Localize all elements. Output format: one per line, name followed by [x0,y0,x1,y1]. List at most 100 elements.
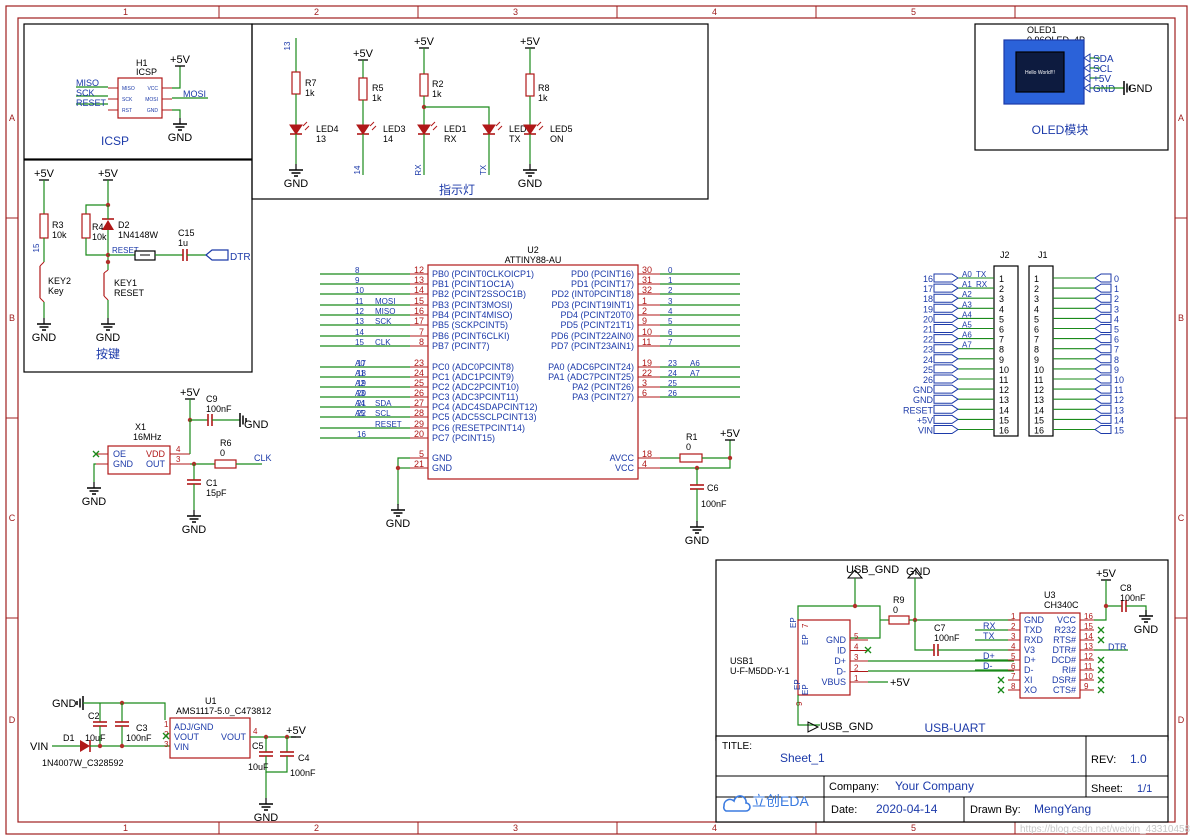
junction [727,455,733,461]
pin-name: MISO [122,86,135,92]
pin-number: 4 [642,459,647,469]
pin-number: 26 [414,388,424,398]
wire [85,238,108,256]
value: 100nF [126,733,152,743]
resistor [214,459,237,469]
net-label: 5 [1114,325,1119,335]
net-port [1094,273,1112,283]
block-title-icsp: ICSP [101,134,129,148]
gnd-label: GND [284,178,309,190]
net-label: RESET [375,420,402,429]
pin-name: GND [1024,615,1045,625]
pin-name: D+ [1024,655,1036,665]
block-title-oled: OLED模块 [1032,123,1089,137]
resistor [39,213,49,239]
wire [39,297,45,303]
value: 100nF [1120,593,1146,603]
pin-number: 11 [999,375,1008,385]
pin-number: 4 [999,304,1004,314]
ref: R2 [432,79,444,89]
pin-number: 6 [1011,662,1016,671]
pin-number: 23 [414,358,424,368]
net-label: 15 [355,338,364,347]
oled-pin [1083,73,1091,83]
net-label: SDA [1093,54,1114,65]
value: 10uF [85,733,106,743]
power-label: +5V [34,168,55,180]
value: 1k [538,93,548,103]
pin-name: PA1 (ADC7PCINT25) [548,372,634,382]
net-port [1094,334,1112,344]
pin-number: 1 [164,720,169,729]
drawn-value: MengYang [1034,802,1091,816]
gnd-label: GND [254,812,279,824]
col-label: 3 [513,7,518,17]
power-label: +5V [1096,568,1117,580]
pin-name: DTR# [1052,645,1076,655]
title-label: TITLE: [722,741,752,752]
ref: R1 [686,432,698,442]
ref: KEY1 [114,278,137,288]
net-label: D- [983,661,993,671]
pin-number: 20 [414,429,424,439]
value: TX [509,134,521,144]
power-label: +5V [720,428,741,440]
pin-name: VOUT [174,732,200,742]
oled-pin [1083,63,1091,73]
pin-name: PD1 (PCINT17) [571,279,634,289]
value: ICSP [136,67,157,77]
net-label: SDA [375,399,392,408]
net-port [1094,283,1112,293]
wire [83,702,166,720]
net-port [933,364,959,374]
wire [304,125,310,131]
value: 15pF [206,488,227,498]
net-label: A3 [962,300,972,309]
gnd-label: GND [685,535,710,547]
wire [371,125,377,131]
value: 1k [432,89,442,99]
ref: R8 [538,83,550,93]
value: 10k [92,232,107,242]
pin-number: 4 [1034,304,1039,314]
pin-name: OUT [146,459,166,469]
net-label: 17 [923,284,933,294]
pin-name: GND [826,635,847,645]
net-label: 6 [668,328,673,337]
pin-name: VCC [615,463,635,473]
pin-number: 10 [642,327,652,337]
wire [39,261,45,267]
wire [997,676,1005,684]
col-label: 2 [314,7,319,17]
net-label: 8 [1114,355,1119,365]
pin-number: 1 [1011,612,1016,621]
gnd-label: GND [1128,83,1153,95]
net-label: 20 [357,389,366,398]
net-port [1094,404,1112,414]
net-label: 2 [668,286,673,295]
pin-number: 5 [999,314,1004,324]
ref: R4 [92,222,104,232]
gnd-label: GND [52,698,77,710]
mcu-body [427,264,639,480]
pin-name: CTS# [1053,685,1076,695]
led-body [289,124,303,135]
pin-number: 9 [1084,682,1089,691]
net-label: GND [1093,84,1115,95]
pin-name: EP [801,634,810,645]
wire [85,180,109,214]
value: 16MHz [133,432,162,442]
pin-number: 2 [642,306,647,316]
pin-number: 15 [1034,415,1044,425]
net-label: 13 [283,41,292,50]
ref: D1 [63,733,75,743]
pin-name: V3 [1024,645,1035,655]
value: 1k [372,93,382,103]
pin-name: VBUS [821,677,846,687]
pin-name: SCK [122,97,133,103]
value: 1N4148W [118,230,159,240]
net-label: 17 [357,359,366,368]
row-label: C [9,513,16,523]
net-port [933,394,959,404]
net-label: 8 [355,266,360,275]
